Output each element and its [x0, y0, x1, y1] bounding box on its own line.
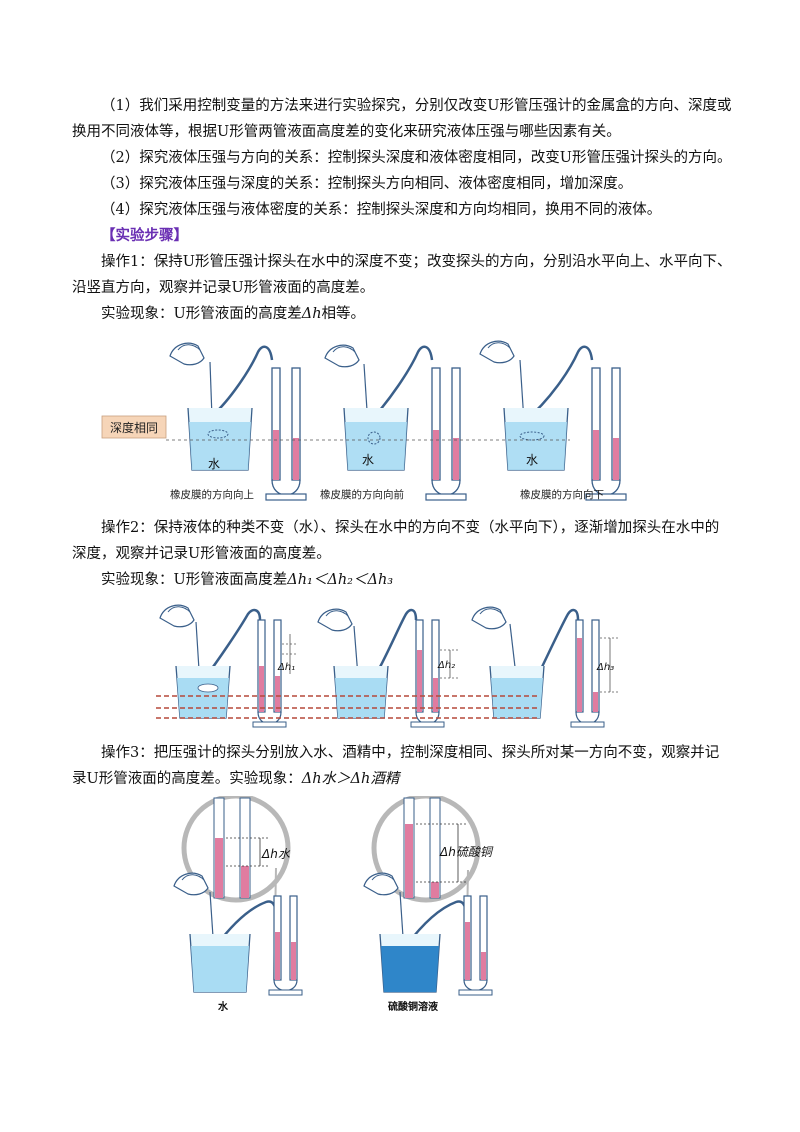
- zoom-label-water: Δh水: [261, 847, 291, 861]
- op1-result-symbol: Δh: [301, 306, 322, 322]
- depth-setup-1: Δh₁: [159, 604, 298, 728]
- op2-result: 实验现象：U形管液面高度差Δh₁＜Δh₂＜Δh₃: [72, 567, 732, 593]
- depth-setup-2: Δh₂: [317, 608, 458, 728]
- depth-label-box: [101, 415, 167, 439]
- paragraph-3: （3）探究液体压强与深度的关系：控制探头方向相同、液体密度相同，增加深度。: [101, 176, 633, 192]
- density-setup-water: Δh水 水: [173, 796, 303, 1013]
- paragraph-1: （1）我们采用控制变量的方法来进行实验探究，分别仅改变U形管压强计的金属盒的方向…: [72, 98, 732, 140]
- water-label: 水: [362, 453, 374, 467]
- setup-up: 水 橡皮膜的方向向上: [169, 342, 307, 501]
- zoom-circle: [181, 796, 291, 903]
- op1-result-suffix: 相等。: [321, 306, 366, 322]
- depth-label: 深度相同: [110, 420, 158, 435]
- dh3-label: Δh₃: [596, 662, 614, 673]
- op3-result-formula: Δh水＞Δh酒精: [301, 771, 400, 787]
- op1-result: 实验现象：U形管液面的高度差Δh相等。: [72, 301, 732, 327]
- zoom-circle: [371, 796, 481, 903]
- caption-up: 橡皮膜的方向向上: [170, 488, 254, 501]
- op3-text: 操作3：把压强计的探头分别放入水、酒精中，控制深度相同、探头所对某一方向不变，观…: [72, 740, 732, 792]
- op2-text: 操作2：保持液体的种类不变（水）、探头在水中的方向不变（水平向下），逐渐增加探头…: [72, 520, 720, 562]
- op1-text: 操作1：保持U形管压强计探头在水中的深度不变；改变探头的方向，分别沿水平向上、水…: [72, 254, 732, 296]
- water-label: 水: [526, 453, 538, 467]
- section-title: 【实验步骤】: [101, 227, 188, 244]
- water-label: 水: [208, 457, 220, 471]
- setup-down: 水 橡皮膜的方向向下: [479, 340, 627, 501]
- depth-setup-3: Δh₃: [471, 606, 620, 728]
- setup-forward: 水 橡皮膜的方向向前: [320, 344, 467, 501]
- caption-forward: 橡皮膜的方向向前: [320, 488, 404, 501]
- op2-result-prefix: 实验现象：U形管液面高度差: [101, 572, 288, 588]
- op3-text-body: 操作3：把压强计的探头分别放入水、酒精中，控制深度相同、探头所对某一方向不变，观…: [72, 745, 720, 787]
- dh1-label: Δh₁: [277, 662, 295, 673]
- caption-water: 水: [217, 1000, 229, 1013]
- figure-direction: 水 橡皮膜的方向向上 水 橡皮膜的方向向前 水: [101, 340, 627, 501]
- caption-cuso4: 硫酸铜溶液: [388, 1000, 438, 1013]
- dh2-label: Δh₂: [437, 660, 455, 671]
- caption-down: 橡皮膜的方向向下: [520, 488, 604, 501]
- zoom-label-cuso4: Δh硫酸铜: [439, 845, 494, 859]
- paragraph-2: （2）探究液体压强与方向的关系：控制探头深度和液体密度相同，改变U形管压强计探头…: [101, 150, 732, 166]
- figure-density: Δh水 水 Δh硫酸铜: [173, 796, 494, 1013]
- op2-result-formula: Δh₁＜Δh₂＜Δh₃: [287, 572, 394, 588]
- op1-result-prefix: 实验现象：U形管液面的高度差: [101, 306, 302, 322]
- figure-depth: Δh₁ Δh₂: [156, 604, 620, 728]
- density-setup-cuso4: Δh硫酸铜 硫酸铜溶液: [363, 796, 494, 1013]
- paragraph-4: （4）探究液体压强与液体密度的关系：控制探头深度和方向均相同，换用不同的液体。: [101, 202, 662, 218]
